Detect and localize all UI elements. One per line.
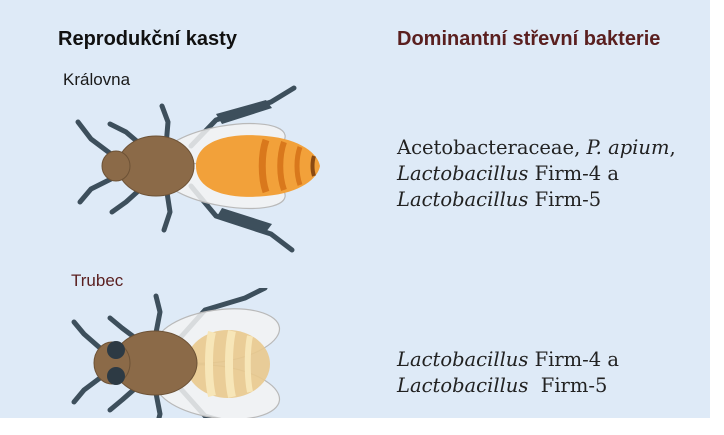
drone-bee-illustration	[60, 288, 290, 418]
queen-bacteria-line-1: Acetobacteraceae, P. apium,	[397, 135, 676, 161]
queen-bee-illustration	[66, 84, 336, 259]
drone-abdomen	[186, 330, 270, 398]
drone-eye-bottom	[107, 367, 125, 385]
queen-head	[102, 151, 130, 181]
queen-abdomen	[196, 135, 320, 197]
drone-eye-top	[107, 341, 125, 359]
queen-bacteria-line-3: Lactobacillus Firm-5	[397, 187, 676, 213]
bacteria-header: Dominantní střevní bakterie	[397, 28, 660, 51]
drone-bacteria-text: Lactobacillus Firm-4 a Lactobacillus Fir…	[397, 347, 619, 399]
figure-panel: Reprodukční kasty Dominantní střevní bak…	[0, 0, 710, 418]
drone-bacteria-line-1: Lactobacillus Firm-4 a	[397, 347, 619, 373]
queen-bacteria-line-2: Lactobacillus Firm-4 a	[397, 161, 676, 187]
queen-bacteria-text: Acetobacteraceae, P. apium, Lactobacillu…	[397, 135, 676, 213]
drone-bacteria-line-2: Lactobacillus Firm-5	[397, 373, 619, 399]
castes-header: Reprodukční kasty	[58, 28, 237, 51]
